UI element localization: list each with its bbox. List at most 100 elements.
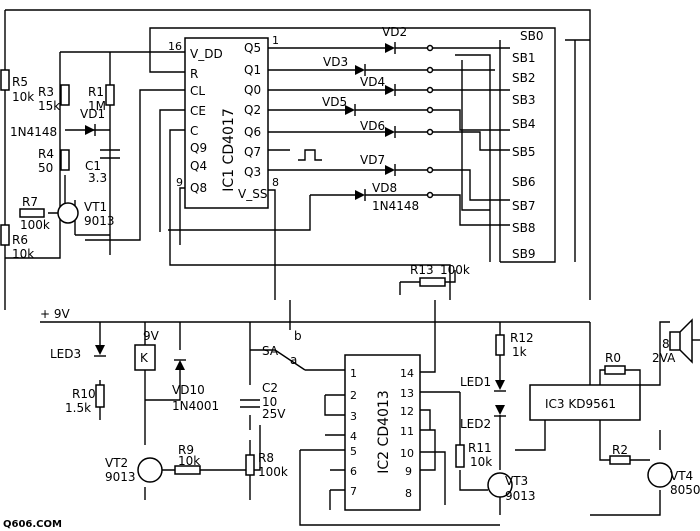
label-speaker-impedance: 8 [662, 337, 670, 351]
label-sa-b: b [294, 329, 302, 343]
label-r8-value: 100k [258, 465, 288, 479]
label-vt4-type: 8050 [670, 483, 700, 497]
diode-vd7 [385, 165, 395, 175]
ic1-pin-vdd: V_DD [190, 47, 223, 61]
label-c1-value: 3.3 [88, 171, 107, 185]
ic1-pin-q4: Q4 [190, 159, 207, 173]
led1 [495, 380, 505, 390]
label-relay-voltage: 9V [143, 329, 160, 343]
ic1-pin-c: C [190, 124, 198, 138]
label-diode-type-vd8: 1N4148 [372, 199, 419, 213]
label-vt3: VT3 [505, 474, 528, 488]
label-r13-value: 100k [440, 263, 470, 277]
label-sb8: SB8 [512, 221, 535, 235]
label-r9: R9 [178, 443, 194, 457]
speaker [669, 318, 693, 364]
label-sa-a: a [290, 353, 297, 367]
label-r13: R13 [410, 263, 434, 277]
ic2-pin-13: 13 [400, 387, 414, 400]
label-r2: R2 [612, 443, 628, 457]
label-r6-value: 10k [12, 247, 34, 261]
label-vt4: VT4 [670, 469, 693, 483]
label-sb4: SB4 [512, 117, 535, 131]
ic2-pin-14: 14 [400, 367, 414, 380]
pulse-symbol [298, 149, 322, 161]
transistor-vt2 [137, 457, 163, 483]
ic1-pin-num-1: 1 [272, 34, 279, 47]
resistor-r8 [245, 454, 255, 476]
resistor-r9 [174, 465, 201, 475]
label-vd3: VD3 [323, 55, 348, 69]
led2 [495, 405, 505, 415]
ic1-pin-vss: V_SS [238, 187, 267, 201]
label-r7-value: 100k [20, 218, 50, 232]
label-relay-k: K [140, 351, 149, 365]
label-r11: R11 [468, 441, 492, 455]
capacitor-c1 [100, 149, 120, 159]
watermark: Q606.COM [3, 519, 62, 530]
ic2-pin-10: 10 [400, 447, 414, 460]
transistors [57, 202, 673, 498]
label-r3-value: 15k [38, 99, 60, 113]
diode-vd6 [385, 127, 395, 137]
capacitor-c2 [240, 399, 260, 408]
ic1-pin-q3: Q3 [244, 165, 261, 179]
resistor-r7 [19, 208, 45, 218]
label-r10: R10 [72, 387, 96, 401]
label-led2: LED2 [460, 417, 491, 431]
transistor-vt1 [57, 202, 79, 224]
ic2-pin-5: 5 [350, 445, 357, 458]
capacitors [100, 149, 260, 408]
ic2-pin-9: 9 [405, 465, 412, 478]
relay-k [134, 344, 156, 371]
diode-vd8 [355, 190, 365, 200]
label-r7: R7 [22, 195, 38, 209]
ic1-pin-q9: Q9 [190, 141, 207, 155]
ic2-pin-1: 1 [350, 367, 357, 380]
label-r3: R3 [38, 85, 54, 99]
switch-contacts [426, 44, 434, 199]
label-r4-value: 50 [38, 161, 53, 175]
ic2-cd4013: IC2 CD4013 1 2 3 4 5 6 7 14 13 12 11 10 … [344, 354, 421, 511]
label-r1: R1 [88, 85, 104, 99]
label-c2-voltage: 25V [262, 407, 286, 421]
label-vd5: VD5 [322, 95, 347, 109]
label-r8: R8 [258, 451, 274, 465]
ic1-pin-ce: CE [190, 104, 206, 118]
label-vd2: VD2 [382, 25, 407, 39]
resistor-r1 [105, 84, 115, 106]
label-vd10: VD10 [172, 383, 205, 397]
label-r6: R6 [12, 233, 28, 247]
label-sb0: SB0 [520, 29, 543, 43]
diode-vd5 [345, 105, 355, 115]
leds [94, 345, 506, 417]
resistor-r5 [0, 69, 10, 91]
label-supply: + 9V [40, 307, 71, 321]
ic2-pin-11: 11 [400, 425, 414, 438]
ic1-pin-q7: Q7 [244, 145, 261, 159]
ic1-pin-num-16: 16 [168, 40, 182, 53]
ic2-pin-3: 3 [350, 410, 357, 423]
ic1-pin-q0: Q0 [244, 83, 261, 97]
ic1-pin-q5: Q5 [244, 41, 261, 55]
label-diode-type-vd10: 1N4001 [172, 399, 219, 413]
label-sb3: SB3 [512, 93, 535, 107]
label-sb9: SB9 [512, 247, 535, 261]
ic2-pin-7: 7 [350, 485, 357, 498]
ic2-label: IC2 CD4013 [376, 390, 392, 473]
label-led1: LED1 [460, 375, 491, 389]
label-c1: C1 [85, 159, 101, 173]
label-r12-value: 1k [512, 345, 527, 359]
ic1-pin-r: R [190, 67, 198, 81]
label-c2-value: 10 [262, 395, 277, 409]
label-r11-value: 10k [470, 455, 492, 469]
label-r9-value: 10k [178, 454, 200, 468]
label-sa: SA [262, 344, 279, 358]
resistor-r12 [495, 334, 505, 356]
ic1-label: IC1 CD4017 [221, 108, 237, 191]
label-vd1: VD1 [80, 107, 105, 121]
diode-vd4 [385, 85, 395, 95]
ic1-pin-q1: Q1 [244, 63, 261, 77]
label-sb7: SB7 [512, 199, 535, 213]
